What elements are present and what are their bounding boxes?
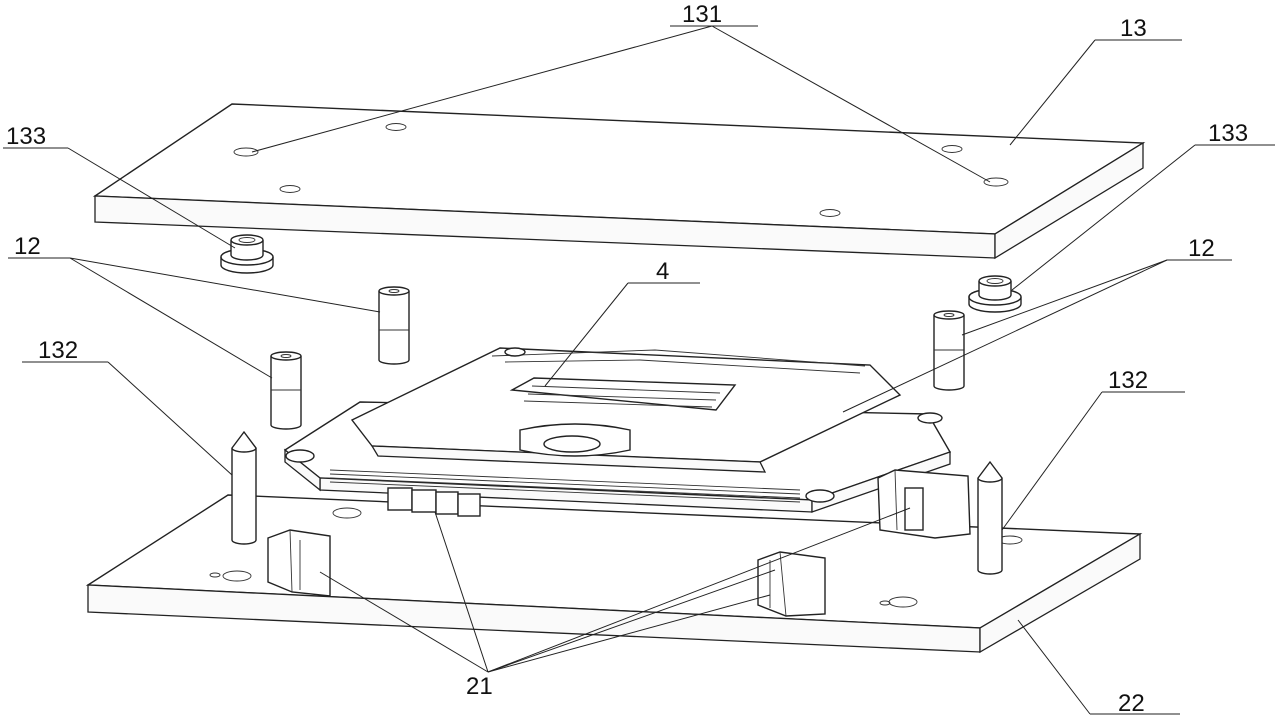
guide-pin-132-left	[231, 430, 257, 545]
post-12-c	[933, 310, 965, 391]
label-21: 21	[466, 673, 493, 700]
ecu-housing	[283, 347, 952, 517]
post-12-b	[270, 351, 302, 430]
guide-pin-132-right	[977, 460, 1003, 575]
label-12-right: 12	[1188, 235, 1215, 262]
reference-labels: 131 13 133 133 12 12 4 132 132 21 22	[6, 1, 1248, 717]
post-12-a	[378, 286, 410, 365]
label-13: 13	[1120, 15, 1147, 42]
top-plate	[92, 103, 1146, 260]
sleeve-133-left	[220, 234, 274, 274]
support-21-c	[877, 469, 971, 539]
label-131: 131	[682, 1, 722, 28]
label-4: 4	[656, 258, 669, 285]
label-132-right: 132	[1108, 367, 1148, 394]
label-12-left: 12	[14, 233, 41, 260]
sleeve-133-right	[968, 275, 1022, 313]
support-21-a	[267, 529, 331, 597]
label-133-right: 133	[1208, 120, 1248, 147]
label-133-left: 133	[6, 123, 46, 150]
label-132-left: 132	[38, 337, 78, 364]
label-22: 22	[1118, 690, 1145, 717]
leader-lines	[3, 25, 1275, 715]
support-21-b	[757, 551, 826, 617]
